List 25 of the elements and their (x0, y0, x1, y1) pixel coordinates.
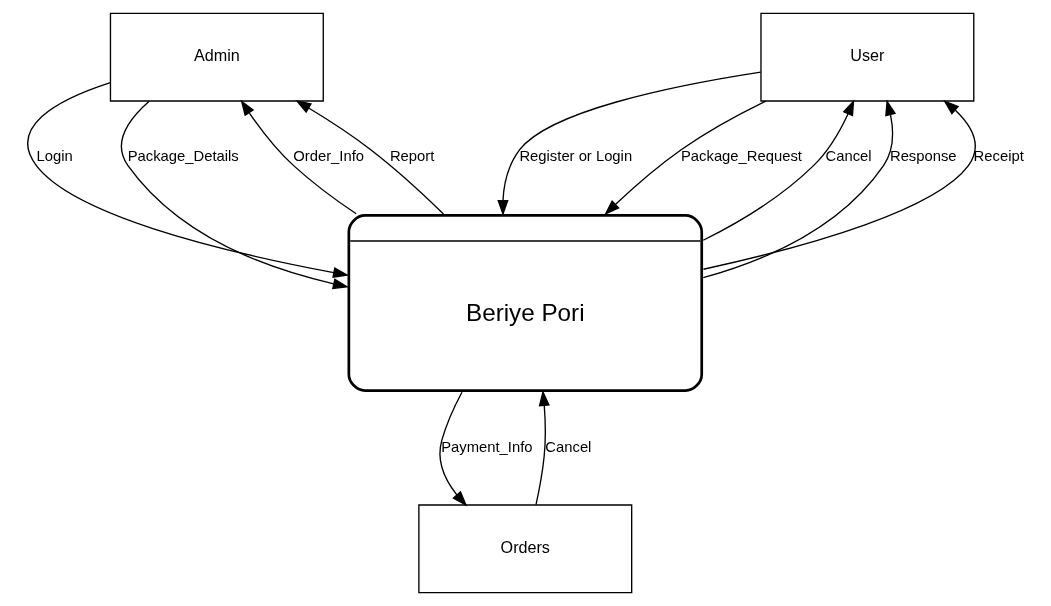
edge-label: Package_Request (680, 148, 802, 165)
arrow (604, 100, 767, 216)
node-box: Orders (418, 504, 633, 594)
edge-label: Register or Login (519, 148, 633, 165)
arrow (702, 99, 855, 241)
edge-label: Login (36, 148, 73, 165)
edge-label: Response (889, 148, 957, 165)
arrow (295, 100, 445, 215)
edge-label: Cancel (545, 439, 592, 456)
arrow (497, 71, 762, 217)
edge-label: Report (389, 148, 435, 165)
edge-label: Package_Details (127, 148, 239, 165)
arrow (120, 100, 349, 290)
arrow (439, 391, 468, 507)
edge-label: Cancel (825, 148, 872, 165)
edge-label: Receipt (973, 148, 1024, 165)
arrow (702, 99, 897, 279)
edge-label: Order_Info (293, 148, 365, 165)
edge-label: Payment_Info (441, 439, 533, 456)
arrow (535, 389, 550, 506)
node-box: User (760, 12, 975, 102)
node-box: Admin (109, 12, 324, 102)
arrow (240, 99, 357, 215)
arrow (702, 99, 976, 270)
arrow (27, 81, 350, 279)
